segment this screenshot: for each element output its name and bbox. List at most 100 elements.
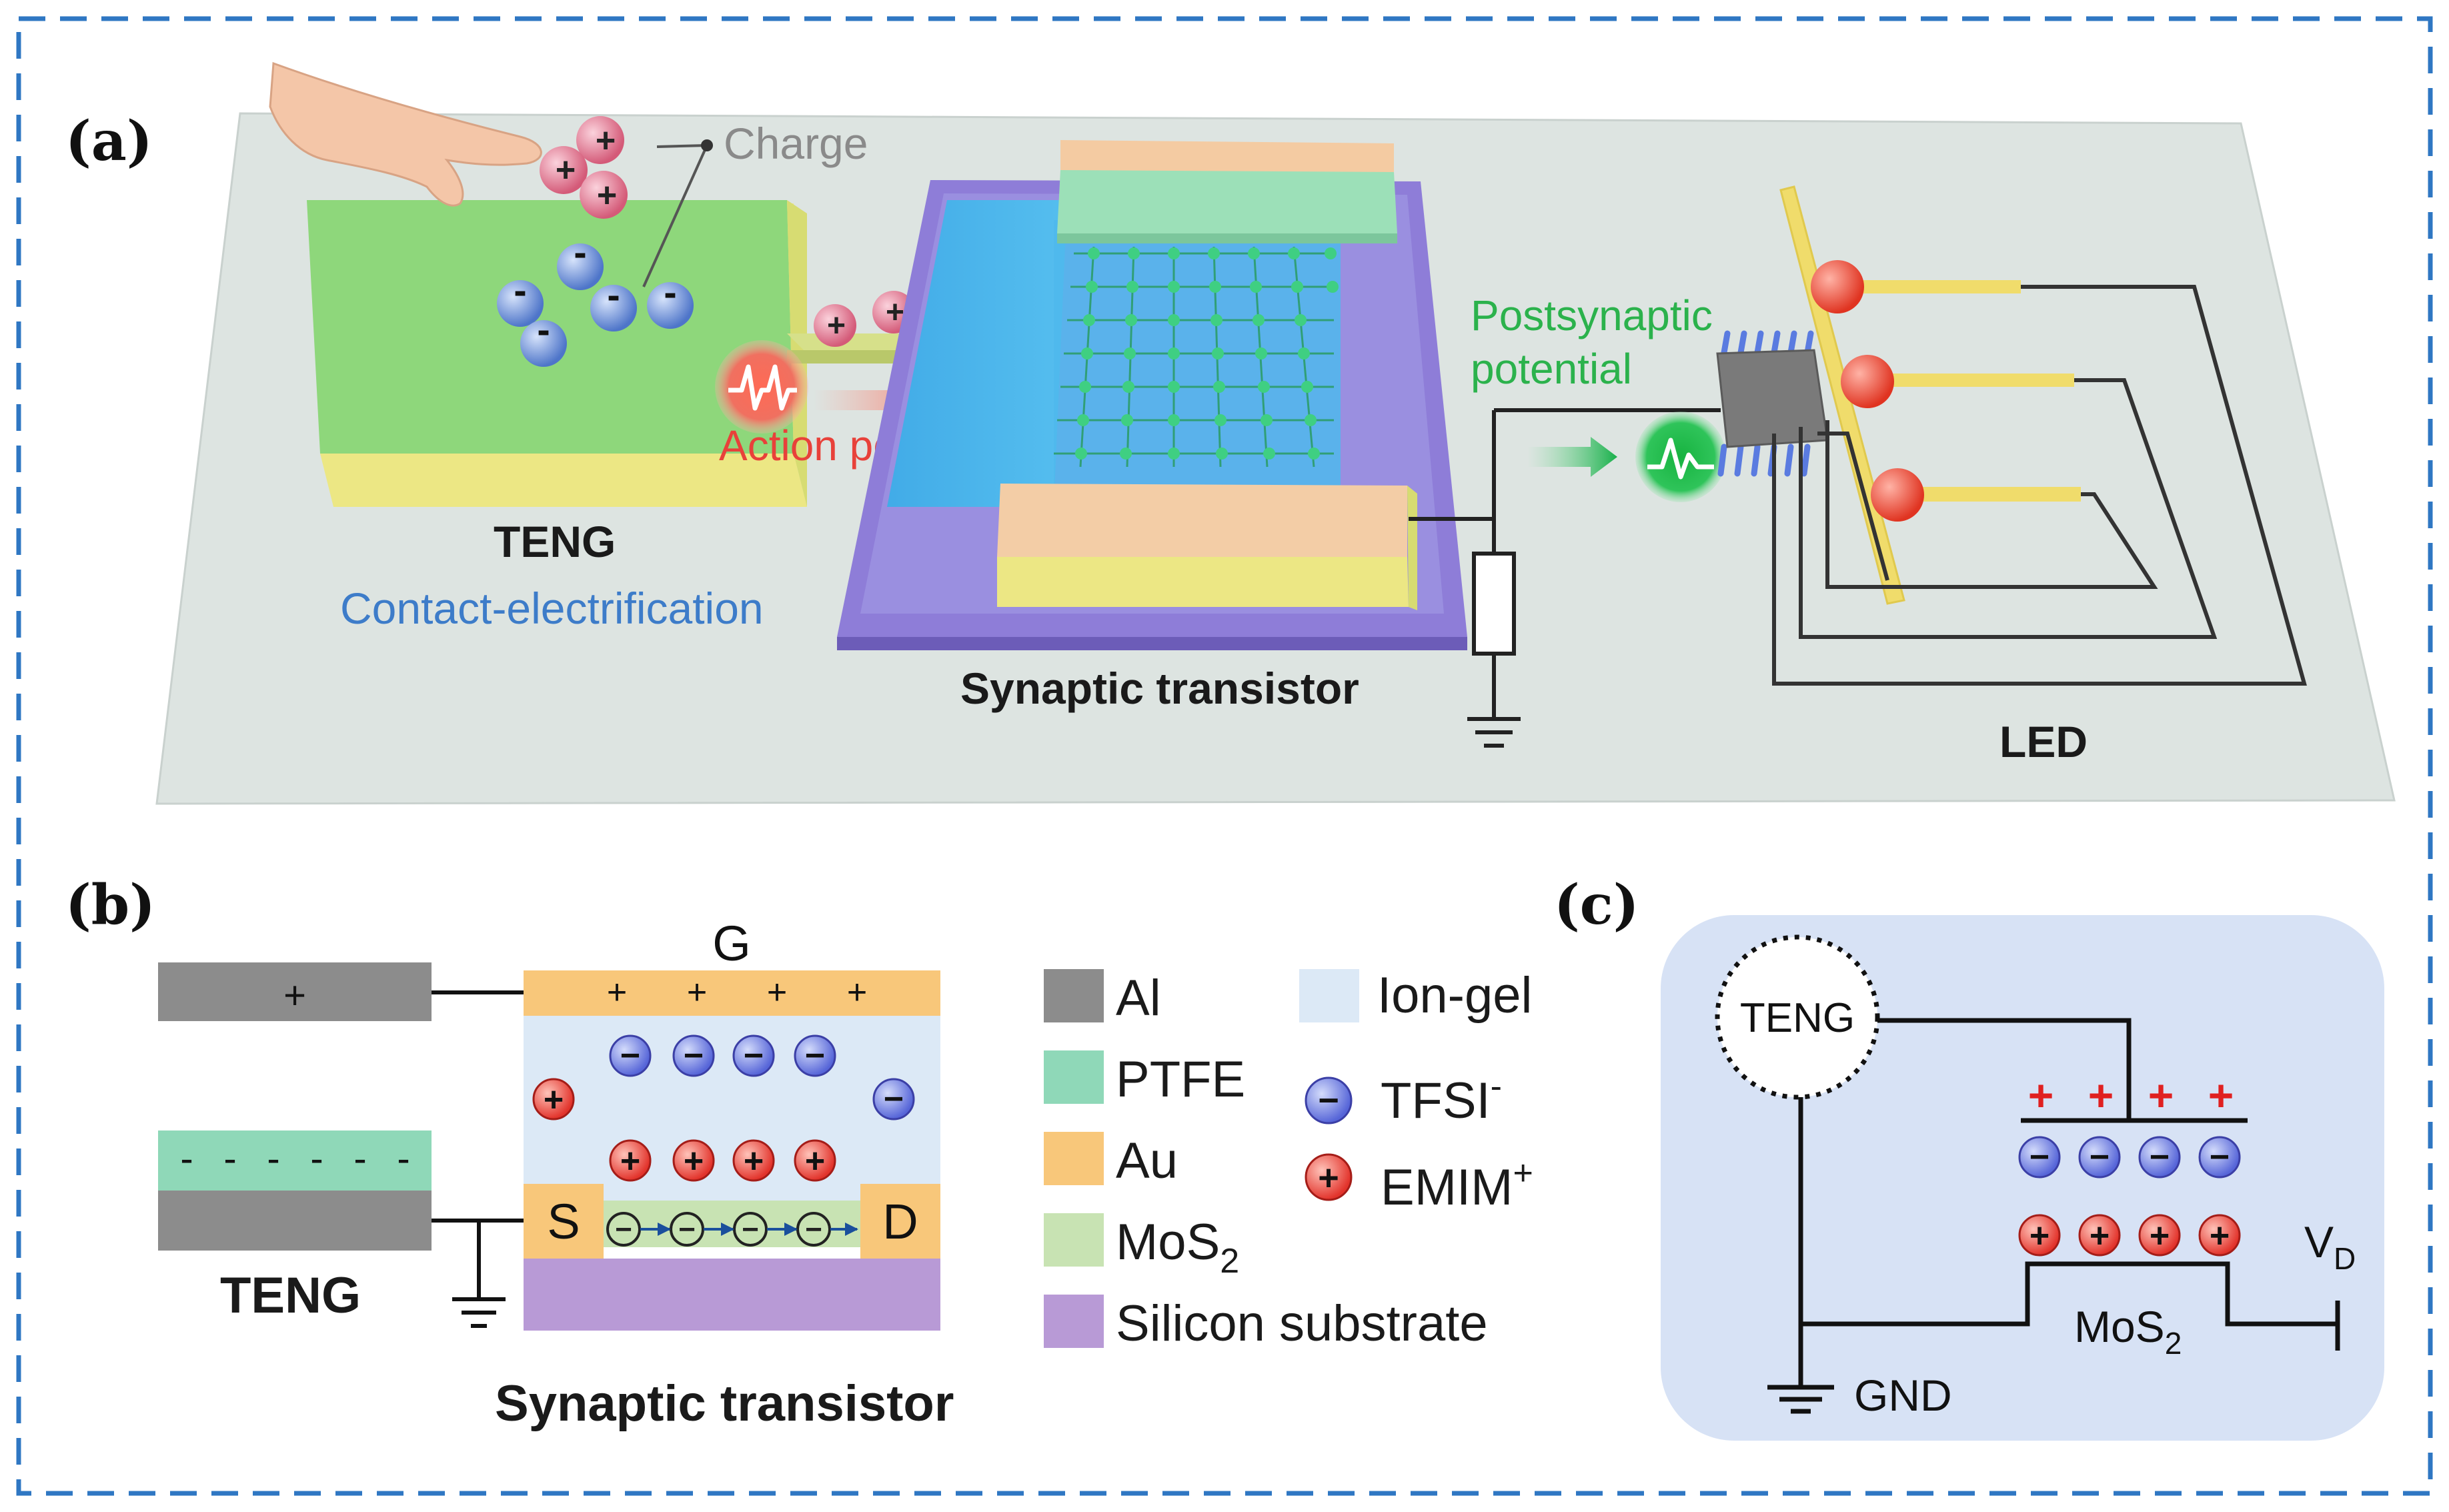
synaptic-transistor-label-a: Synaptic transistor — [960, 664, 1359, 713]
synaptic-transistor-label-b: Synaptic transistor — [495, 1375, 954, 1432]
ground-icon — [1467, 654, 1521, 748]
ptfe-minus: - — [180, 1137, 193, 1181]
postsynaptic-potential-icon — [1635, 412, 1726, 502]
drain-label: D — [882, 1194, 918, 1249]
charge-pointer-dot — [701, 139, 713, 151]
tfsi-ions-row — [609, 1034, 915, 1120]
action-potential-icon — [715, 340, 808, 434]
channel-top-band — [604, 1184, 860, 1201]
panel-a: (a) Charge + + + — [65, 61, 2396, 805]
teng-top-plus: + — [283, 974, 306, 1017]
ion-minus: − — [620, 1036, 640, 1075]
legend-label-al: Al — [1116, 970, 1161, 1026]
synaptic-transistor-3d — [837, 140, 1467, 650]
ptfe-minus: - — [353, 1137, 366, 1181]
ion-minus-c: − — [2090, 1138, 2110, 1177]
legend-label-iongel: Ion-gel — [1377, 967, 1532, 1024]
panel-a-label: (a) — [65, 109, 153, 173]
led-strip — [1779, 185, 2081, 605]
ion-plus-c: + — [2090, 1217, 2110, 1255]
teng-al-top — [158, 962, 432, 1021]
gate-label: G — [712, 916, 751, 971]
panel-c-label: (c) — [1554, 873, 1639, 937]
postsynaptic-label-line2: potential — [1471, 345, 1632, 393]
led-bulb-icon — [1841, 355, 1894, 408]
minus-sign: - — [664, 271, 676, 314]
gate-plus: + — [607, 973, 627, 1012]
ion-minus: − — [805, 1036, 825, 1075]
electron-minus: − — [615, 1213, 632, 1246]
legend-swatch-silicon — [1044, 1295, 1104, 1348]
bottom-electrode — [997, 484, 1407, 557]
source-au — [524, 1184, 604, 1259]
mos2-label-c: MoS2 — [2074, 1302, 2182, 1361]
plus-sign: + — [597, 176, 617, 215]
resistor-icon — [1472, 552, 1516, 656]
tfsi-icon — [1305, 1076, 1353, 1124]
ion-plus-c: + — [2150, 1217, 2170, 1255]
gate-charge-plus: + — [2148, 1070, 2174, 1120]
ion-minus: − — [884, 1080, 904, 1118]
electron-minus: − — [678, 1213, 696, 1246]
ion-plus: + — [544, 1080, 564, 1119]
ptfe-minus: - — [310, 1137, 323, 1181]
negative-charges-teng — [497, 243, 694, 367]
legend-label-au: Au — [1116, 1132, 1178, 1189]
gate-charge-plus: + — [2088, 1070, 2114, 1120]
teng-label-c: TENG — [1740, 995, 1855, 1041]
teng-ptfe — [158, 1130, 432, 1191]
ground-icon-c — [1767, 1385, 1834, 1414]
emim-ions-row — [532, 1078, 836, 1182]
postsynaptic-arrow-icon — [1527, 437, 1617, 477]
ion-minus: − — [744, 1036, 764, 1075]
gate-plus: + — [767, 973, 787, 1012]
gate-plus: + — [847, 973, 867, 1012]
ion-minus: − — [684, 1036, 704, 1075]
led-label: LED — [1999, 717, 2088, 766]
gnd-label: GND — [1854, 1371, 1952, 1420]
emim-icon-sign: + — [1318, 1158, 1339, 1198]
legend-label-tfsi: TFSI- — [1381, 1067, 1502, 1129]
ion-plus: + — [744, 1142, 764, 1181]
teng-al-bottom — [158, 1191, 432, 1251]
minus-sign: - — [607, 273, 620, 317]
electron-minus: − — [805, 1213, 822, 1246]
channel-electrons — [606, 1212, 831, 1247]
source-label: S — [547, 1194, 580, 1249]
teng-title-a: TENG — [494, 517, 616, 566]
ion-plus-c: + — [2029, 1217, 2050, 1255]
plus-sign: + — [596, 121, 616, 160]
tfsi-ions-c — [2018, 1136, 2241, 1179]
ion-gel-layer — [524, 1016, 940, 1184]
positive-charges-hand — [540, 116, 628, 219]
legend-swatch-mos2 — [1044, 1213, 1104, 1267]
legend-swatch-al — [1044, 969, 1104, 1022]
gate-charge-plus: + — [2208, 1070, 2234, 1120]
charge-pointer-line — [642, 145, 708, 287]
silicon-substrate — [524, 1259, 940, 1331]
ion-plus-c: + — [2210, 1217, 2230, 1255]
charge-pointer-line-2 — [656, 144, 708, 148]
chip-icon — [1716, 330, 1829, 477]
electron-minus: − — [742, 1213, 759, 1246]
led-wiring — [1772, 285, 2307, 686]
minus-sign: - — [514, 269, 526, 312]
tfsi-icon-sign: − — [1318, 1080, 1339, 1120]
circuit-c — [1798, 1018, 2340, 1387]
led-bulb-icon — [1811, 260, 1864, 313]
psp-waveform-icon — [1647, 438, 1714, 480]
emim-icon — [1305, 1153, 1353, 1201]
vd-label: VD — [2304, 1217, 2356, 1276]
ion-plus: + — [684, 1142, 704, 1181]
teng-label-b: TENG — [220, 1267, 361, 1324]
panel-b: (b) + - - - - - - TENG G + + — [65, 873, 1533, 1432]
ptfe-minus: - — [223, 1137, 236, 1181]
gate-au — [524, 970, 940, 1016]
drain-au — [860, 1184, 940, 1259]
legend-swatch-ptfe — [1044, 1050, 1104, 1104]
panel-c: (c) TENG GND VD MoS2 + + + + — [1554, 873, 2384, 1441]
ion-minus-c: − — [2150, 1138, 2170, 1177]
charge-label: Charge — [724, 119, 868, 168]
panel-b-label: (b) — [65, 873, 155, 937]
